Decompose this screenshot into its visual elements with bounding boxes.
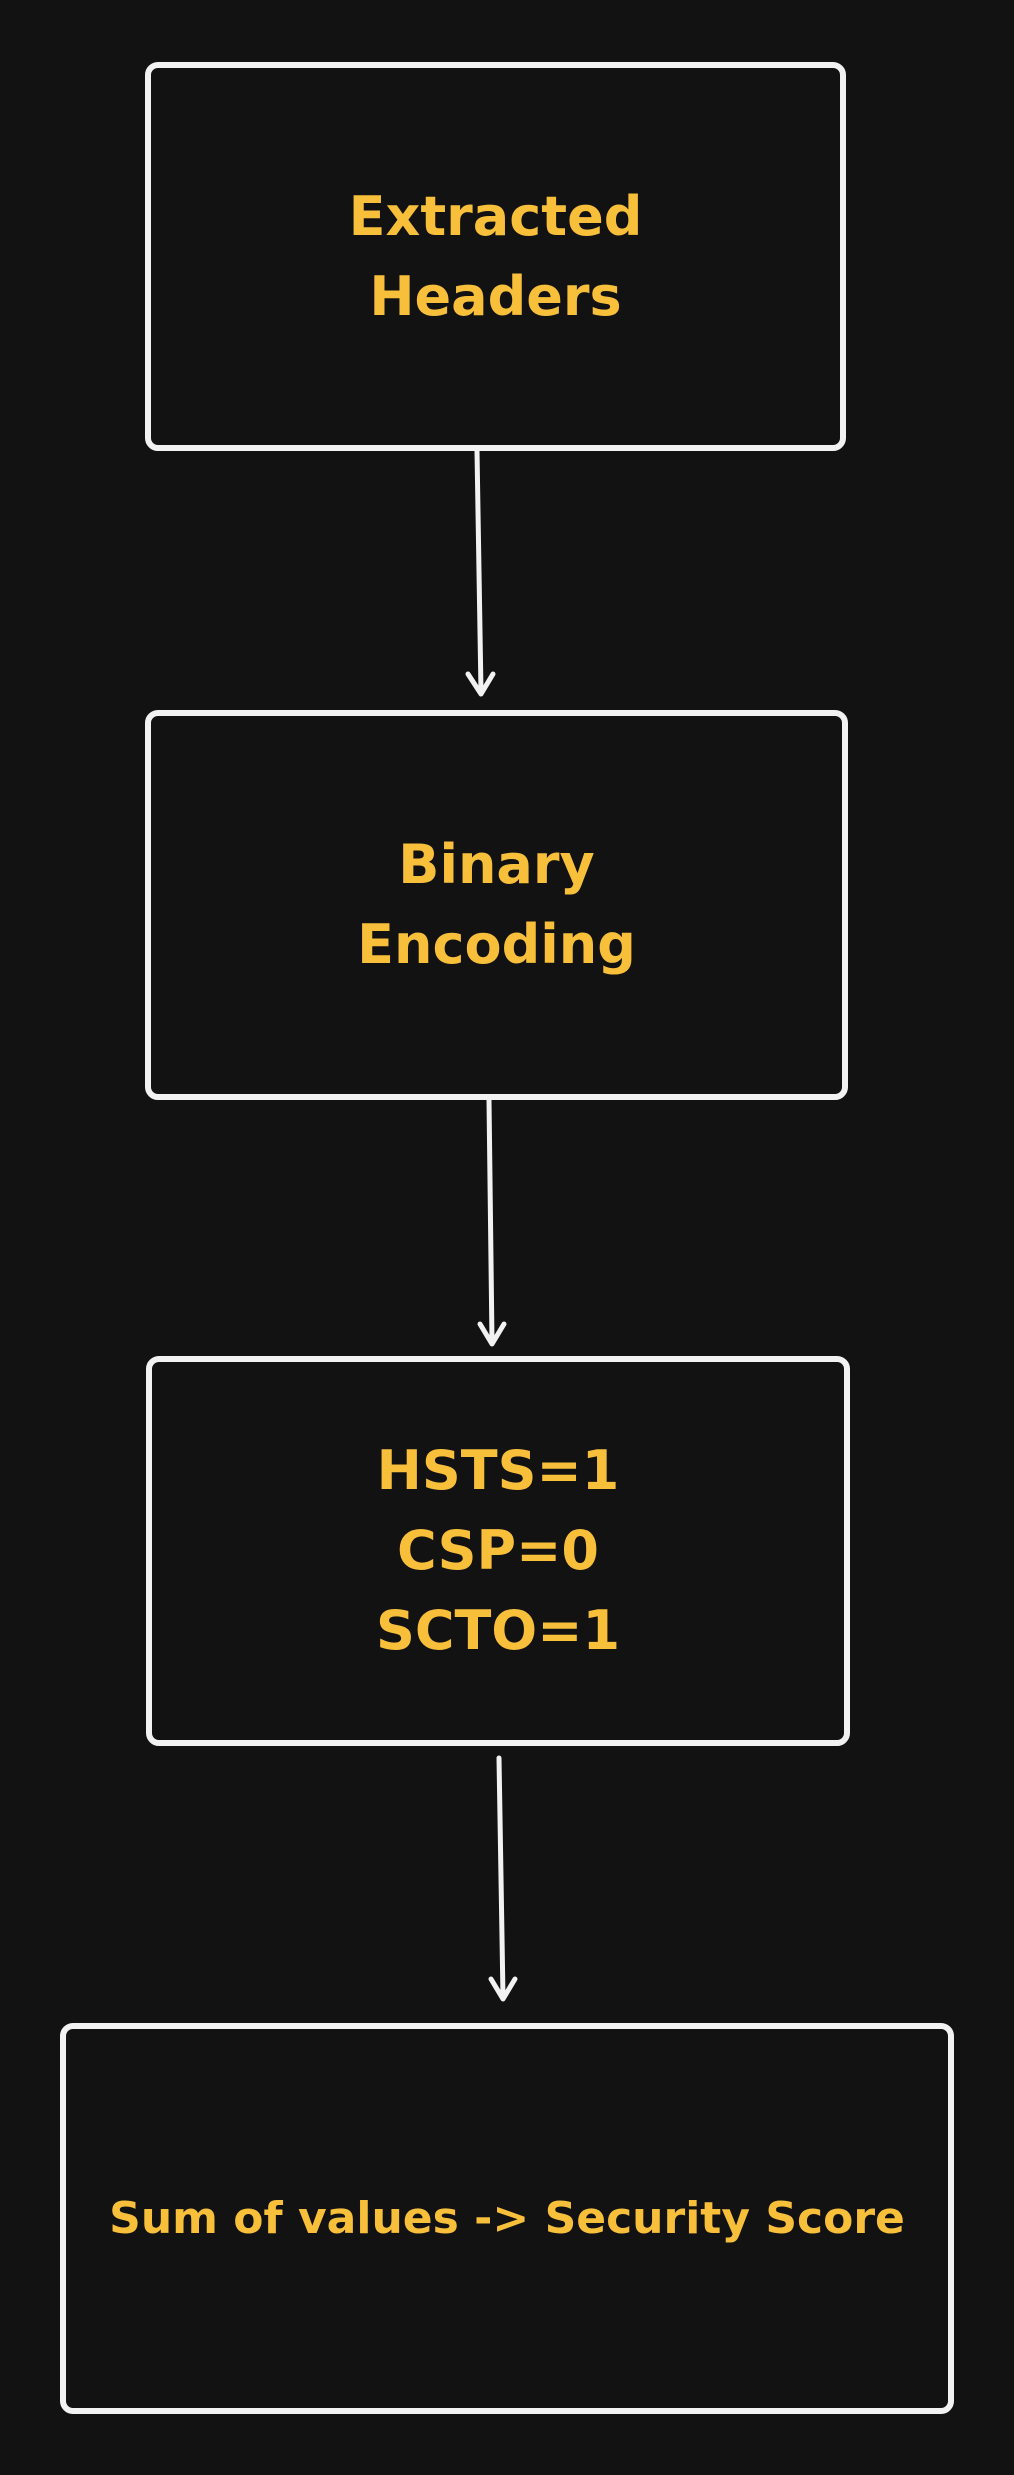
- node-text-line: Sum of values -> Security Score: [109, 2192, 905, 2244]
- node-security-score-label: Sum of values -> Security Score: [63, 2026, 951, 2411]
- node-binary-encoding-label: Binary Encoding: [148, 713, 845, 1097]
- node-text-line: Extracted: [348, 184, 643, 248]
- node-header-values-label: HSTS=1 CSP=0 SCTO=1: [149, 1359, 847, 1743]
- node-text-line: Headers: [369, 264, 622, 328]
- node-extracted-headers-box: [145, 62, 846, 451]
- arrow-3: [488, 1755, 518, 2002]
- node-text-line: HSTS=1: [376, 1439, 620, 1502]
- node-binary-encoding-box: [145, 710, 848, 1100]
- node-header-values-box: [146, 1356, 850, 1746]
- node-text-line: SCTO=1: [375, 1599, 621, 1662]
- node-extracted-headers-label: Extracted Headers: [148, 65, 843, 448]
- node-text-line: Binary: [398, 833, 595, 896]
- arrow-1: [465, 448, 496, 697]
- arrow-2: [477, 1097, 507, 1347]
- node-security-score-box: [60, 2023, 954, 2414]
- node-text-line: Encoding: [357, 913, 636, 976]
- node-text-line: CSP=0: [397, 1519, 599, 1582]
